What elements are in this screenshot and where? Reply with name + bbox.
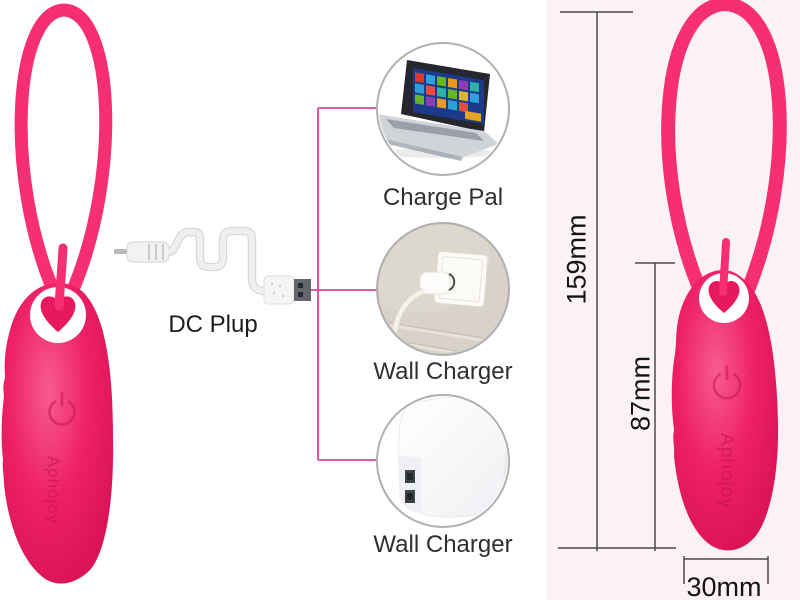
option-photo-wall-outlet bbox=[376, 222, 510, 356]
silicone-loop bbox=[661, 0, 787, 297]
option-photo-laptop bbox=[376, 42, 510, 176]
connector-lines bbox=[311, 107, 377, 461]
heart-icon bbox=[708, 281, 740, 313]
dimension-total-length: 159mm bbox=[561, 214, 592, 305]
dc-usb-cable bbox=[114, 226, 311, 305]
brand-text-right: Aphojoy bbox=[716, 433, 737, 509]
laptop-keyboard bbox=[386, 119, 484, 141]
option-label-power-bank: Wall Charger bbox=[373, 531, 513, 558]
dimension-body-length: 87mm bbox=[625, 356, 656, 432]
power-icon bbox=[712, 365, 742, 400]
device-right bbox=[661, 0, 787, 551]
usb-metal-tip bbox=[294, 279, 311, 301]
device-left bbox=[1, 3, 114, 584]
cable-label: DC Plup bbox=[168, 311, 258, 338]
power-bank-front-face bbox=[399, 455, 421, 514]
usb-hole bbox=[298, 283, 303, 288]
wall-charger-plug bbox=[419, 271, 451, 295]
option-photo-power-bank bbox=[376, 394, 510, 528]
power-bank-body bbox=[398, 397, 507, 518]
loop-tail bbox=[54, 243, 68, 311]
silicone-loop bbox=[14, 3, 113, 299]
dc-plug-ridges bbox=[148, 244, 164, 260]
usb-hole bbox=[298, 292, 303, 297]
cable-wire bbox=[167, 228, 266, 294]
usb-port-inner bbox=[407, 473, 413, 480]
usb-plug-body bbox=[263, 275, 295, 305]
laptop-screen-tiles bbox=[413, 68, 484, 125]
heart-icon bbox=[40, 296, 76, 332]
brand-text-left: Aphojoy bbox=[44, 455, 63, 525]
option-label-laptop: Charge Pal bbox=[382, 184, 504, 211]
usb-plug-texture bbox=[270, 282, 285, 298]
dimension-lines bbox=[558, 11, 769, 584]
device-body bbox=[671, 270, 779, 551]
option-label-wall-outlet: Wall Charger bbox=[373, 358, 513, 385]
power-icon bbox=[48, 392, 76, 426]
usb-port-inner bbox=[407, 493, 413, 500]
device-body bbox=[1, 283, 114, 584]
loop-tail bbox=[719, 238, 730, 296]
dc-plug-pin bbox=[114, 249, 128, 254]
dimension-body-width: 30mm bbox=[686, 572, 762, 600]
